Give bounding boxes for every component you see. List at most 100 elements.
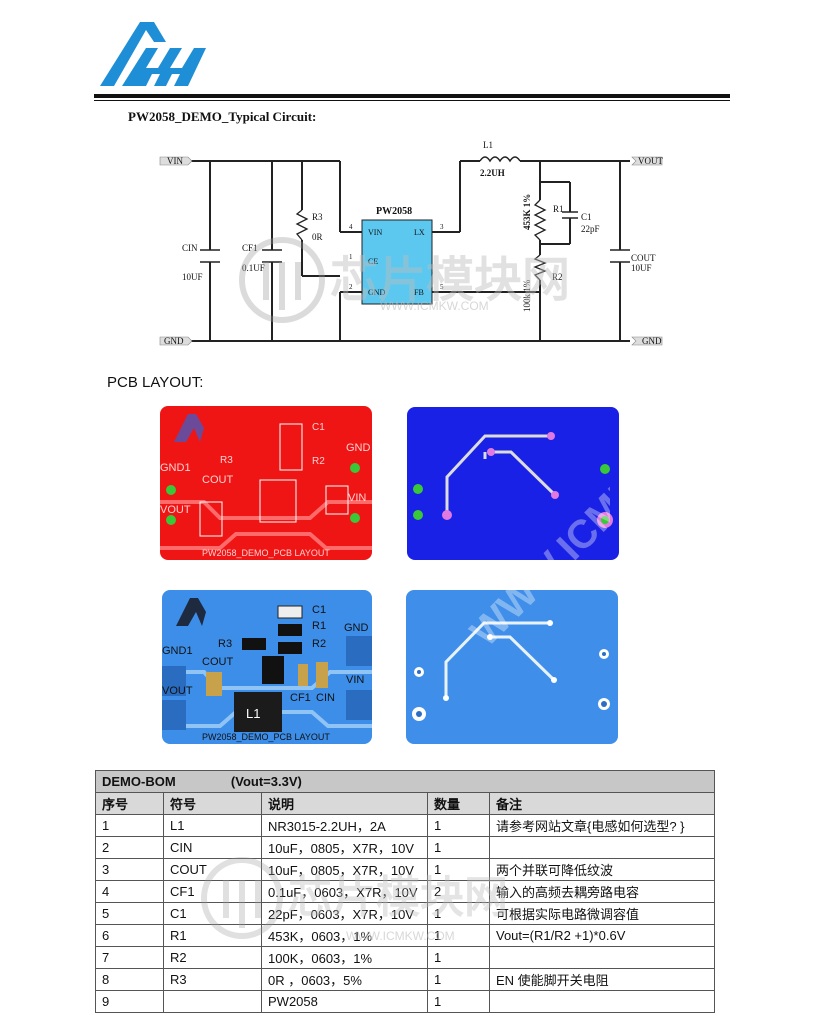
pcb1-label-gnd1: GND1 — [160, 462, 191, 474]
cell: 可根据实际电路微调容值 — [489, 902, 715, 925]
label-r2: R2 — [552, 272, 563, 282]
cell: COUT — [163, 858, 262, 881]
label-r1: R1 — [553, 204, 564, 214]
cell: 1 — [427, 924, 490, 947]
label-cin-val: 10UF — [182, 272, 203, 282]
label-l1-val: 2.2UH — [480, 168, 505, 178]
cell: 1 — [427, 902, 490, 925]
label-gnd-left: GND — [164, 336, 184, 346]
pcb1-label-r3: R3 — [220, 455, 233, 466]
bom-title-row: DEMO-BOM (Vout=3.3V) — [95, 770, 715, 793]
label-pin5: 5 — [440, 283, 444, 291]
cell: 4 — [95, 880, 164, 903]
label-c1: C1 — [581, 212, 592, 222]
pcb-top-3d-view: GND GND1 COUT VOUT VIN R3 C1 R1 R2 CF1 C… — [162, 590, 372, 744]
label-pin3: 3 — [440, 223, 444, 231]
label-r3-val: 0R — [312, 232, 323, 242]
pcb3-label-cin: CIN — [316, 692, 335, 704]
col-index: 序号 — [95, 792, 164, 815]
cell: 9 — [95, 990, 164, 1013]
label-r3: R3 — [312, 212, 323, 222]
cell: 输入的高频去耦旁路电容 — [489, 880, 715, 903]
label-r2-val: 100k 1% — [522, 279, 532, 312]
cell: R3 — [163, 968, 262, 991]
pcb3-label-cf1: CF1 — [290, 692, 311, 704]
cell: 6 — [95, 924, 164, 947]
label-pin-ce: CE — [368, 257, 378, 266]
cell: C1 — [163, 902, 262, 925]
pcb3-label-c1: C1 — [312, 604, 327, 616]
cell: Vout=(R1/R2 +1)*0.6V — [489, 924, 715, 947]
cell: 1 — [95, 814, 164, 837]
cell: 22pF，0603，X7R，10V — [261, 902, 428, 925]
cell: 0R ，0603，5% — [261, 968, 428, 991]
pcb-top-layer: GND GND1 COUT VOUT VIN R3 C1 R2 PW2058_D… — [160, 406, 372, 560]
col-symbol: 符号 — [163, 792, 262, 815]
pcb-bottom-3d-view — [406, 590, 618, 744]
cell: 8 — [95, 968, 164, 991]
cell: 2 — [427, 880, 490, 903]
cell: R1 — [163, 924, 262, 947]
col-note: 备注 — [489, 792, 715, 815]
pcb3-label-r2: R2 — [312, 638, 327, 650]
cell: 2 — [95, 836, 164, 859]
pcb3-label-r3: R3 — [218, 638, 233, 650]
label-pin4: 4 — [349, 223, 353, 231]
header-rule — [94, 94, 730, 98]
cell: 3 — [95, 858, 164, 881]
pcb3-label-gnd1: GND1 — [162, 645, 193, 657]
cell: CIN — [163, 836, 262, 859]
header-rule-thin — [94, 100, 730, 101]
label-pin1: 1 — [349, 253, 353, 261]
col-qty: 数量 — [427, 792, 490, 815]
pcb-title: PCB LAYOUT: — [107, 374, 204, 391]
cell: L1 — [163, 814, 262, 837]
pcb1-label-gnd: GND — [346, 442, 371, 454]
pcb1-label-vin: VIN — [348, 492, 367, 504]
label-vin: VIN — [167, 156, 183, 166]
cell: 10uF，0805，X7R，10V — [261, 836, 428, 859]
label-pin-gnd: GND — [368, 288, 386, 297]
label-l1: L1 — [483, 140, 493, 150]
pcb3-label-vout: VOUT — [162, 685, 193, 697]
pcb3-label-vin: VIN — [346, 674, 365, 686]
cell: 7 — [95, 946, 164, 969]
pcb1-label-r2: R2 — [312, 456, 325, 467]
label-gnd-right: GND — [642, 336, 662, 346]
typical-circuit-schematic: VIN GND VOUT GND L1 2.2UH PW2058 VIN LX … — [159, 140, 663, 346]
cell — [489, 990, 715, 1013]
cell — [489, 836, 715, 859]
pcb3-label-gnd: GND — [344, 622, 369, 634]
cell: EN 使能脚开关电阻 — [489, 968, 715, 991]
label-vout: VOUT — [638, 156, 663, 166]
cell: 453K，0603，1% — [261, 924, 428, 947]
label-r1-val: 453K 1% — [522, 194, 532, 230]
pcb3-label-cout: COUT — [202, 656, 234, 668]
label-c1-val: 22pF — [581, 224, 600, 234]
pcb1-label-footer: PW2058_DEMO_PCB LAYOUT — [202, 548, 330, 558]
col-desc: 说明 — [261, 792, 428, 815]
label-cout: COUT — [631, 253, 656, 263]
cell: 1 — [427, 946, 490, 969]
cell: 0.1uF，0603，X7R，10V — [261, 880, 428, 903]
pcb-bottom-layer — [407, 407, 619, 560]
pcb1-label-c1: C1 — [312, 422, 325, 433]
label-pin2: 2 — [349, 283, 353, 291]
cell: 两个并联可降低纹波 — [489, 858, 715, 881]
cell — [489, 946, 715, 969]
circuit-title: PW2058_DEMO_Typical Circuit: — [128, 109, 317, 124]
label-pin-lx: LX — [414, 228, 425, 237]
pcb3-label-footer: PW2058_DEMO_PCB LAYOUT — [202, 732, 330, 742]
label-pin-vin: VIN — [368, 228, 382, 237]
cell: 5 — [95, 902, 164, 925]
cell: NR3015-2.2UH，2A — [261, 814, 428, 837]
bom-header-row: 序号 符号 说明 数量 备注 — [95, 792, 715, 815]
pcb3-label-l1: L1 — [246, 706, 261, 721]
